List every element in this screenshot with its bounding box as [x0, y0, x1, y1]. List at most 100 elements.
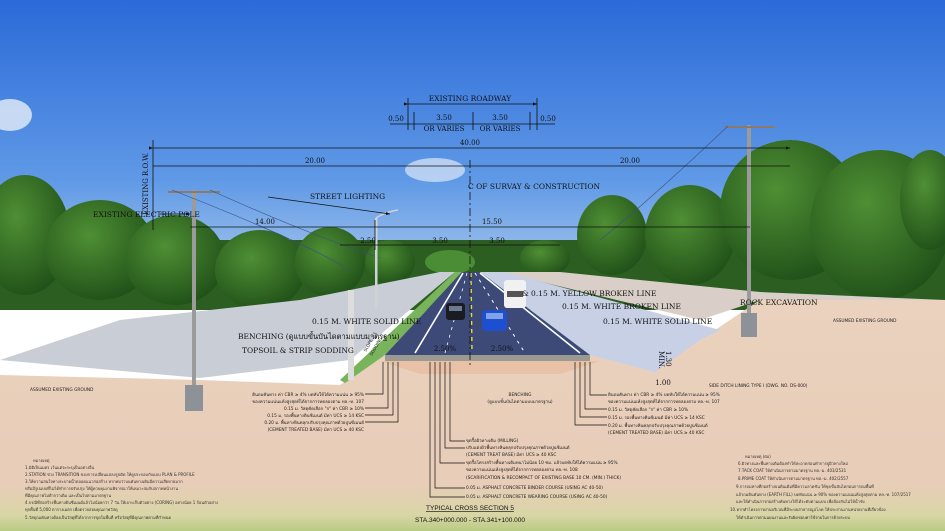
centerline-label: C OF SURVAY & CONSTRUCTION [468, 182, 601, 191]
yellow-broken-line [470, 272, 473, 354]
ditch-min: MIN. [657, 351, 665, 369]
layer-right-note: (CEMENT TREATED BASE) มีค่า UCS ≥ 40 KSC [608, 430, 704, 436]
cloud [0, 99, 32, 131]
ditch-depth: 1.30 [664, 351, 672, 367]
note-line: 8.PRIME COAT ให้ดำเนินการตามมาตรฐาน ทล.-… [738, 476, 849, 481]
note-line: ที่มีคุณภาพไม่ต่ำกว่าเดิม และเป็นไปตามมา… [25, 492, 112, 499]
right-side-slope [480, 272, 720, 372]
notes-right-heading: หมายเหตุ (ต่อ) [745, 454, 771, 460]
note-line: 4.กรณีที่ก่อสร้างพื้นทางดินซีเมนต์แล้วไม… [25, 498, 218, 505]
ditch-width: 1.00 [655, 379, 671, 387]
notes-left-heading: หมายเหตุ [33, 458, 50, 464]
note-line: 6.ผิวทางและพื้นทางเดิมต้องทำให้สะอาดก่อน… [738, 459, 848, 467]
layer-left-note: 0.15 ม. รองพื้นทางดินซีเมนต์ มีค่า UCS ≥… [267, 412, 364, 419]
dim-offset-left: 14.00 [255, 218, 275, 226]
note-line: 3.ให้ความสนใจทางระบายน้ำตลอดแนวก่อสร้าง … [25, 477, 183, 484]
note-line: 7.TACK COAT ให้ดำเนินการตามมาตรฐาน ทล.-ม… [738, 468, 847, 473]
note-line: 2.STATION ช่วง TRANSITION ของการเปลี่ยนแ… [25, 472, 195, 478]
dim-lower-shoulder: 2.50 [360, 237, 376, 245]
dim-shoulder-right: 0.50 [540, 115, 556, 123]
or-varies-left: OR VARIES [424, 125, 465, 133]
white-solid-line-right-label: 0.15 M. WHITE SOLID LINE [603, 317, 712, 326]
electric-pole-right [599, 125, 775, 337]
layer-callouts-right: ดินถมคันทาง ค่า CBR ≥ 4% บดทับให้ได้ความ… [608, 392, 720, 436]
left-roadside-area [0, 272, 455, 378]
ground [0, 300, 945, 531]
dim-offset-right: 15.50 [482, 218, 502, 226]
dim-lane-left: 3.50 [436, 114, 452, 122]
dimension-lines [149, 98, 790, 365]
layer-left-note: 0.15 ม. วัสดุคัดเลือก "ก" ค่า CBR ≥ 10% [284, 406, 364, 412]
dim-shoulder-left: 0.50 [388, 115, 404, 123]
note-line: 5.วัสดุถมคันทางต้องเป็นวัสดุที่ได้จากการ… [25, 513, 171, 521]
note-line: 1.มิติเป็นเมตร เว้นแต่จะระบุเป็นอย่างอื่… [25, 464, 95, 471]
note-line: และให้ดำเนินการก่อสร้างคันทางให้ได้ระดับ… [736, 497, 865, 504]
tree-line [0, 140, 945, 310]
dim-lower-lane-left: 3.50 [432, 237, 448, 245]
existing-roadway-label: EXISTING ROADWAY [429, 94, 512, 103]
note-line: 10.หากทำโครงการผ่านบริเวณที่มีระบบสาธารณ… [730, 507, 886, 513]
layer-center-note: (SCARIFICATION & RECOMPACT OF EXISTING B… [466, 475, 621, 481]
note-line: หรือมีรูปแบบที่ไม่ได้ทำการปรับปรุง ให้ผู… [25, 486, 178, 492]
notes-right: หมายเหตุ (ต่อ) 6.ผิวทางและพื้นทางเดิมต้อ… [730, 454, 911, 520]
slope-left: 2.50% [434, 345, 457, 353]
layer-left-note: 0.20 ม. พื้นทางหินคลุกปรับปรุงคุณภาพด้วย… [264, 419, 364, 426]
note-line: แล้วถมดินคันทาง (EARTH FILL) บดทับแน่น ≥… [736, 492, 911, 498]
dim-lower-lane-right: 3.50 [489, 237, 505, 245]
layer-center-note: 0.05 ม. ASPHALT CONCRETE BINDER COURSE (… [466, 485, 603, 491]
assumed-ground-right-label: ASSUMED EXISTING GROUND [833, 318, 897, 324]
layer-right-note: 0.15 ม. วัสดุคัดเลือก "ก" ค่า CBR ≥ 10% [608, 407, 688, 413]
layer-center-note: ของความแน่นแห้งสูงสุดที่ได้จากการทดลองตา… [466, 466, 578, 473]
layer-center-note: ปรับแต่งผิวพื้นทางหินคลุกปรับปรุงคุณภาพด… [466, 444, 570, 451]
dim-total-row: 40.00 [460, 139, 480, 147]
layer-left-note: (CEMENT TREATED BASE) มีค่า UCS ≥ 40 KSC [268, 427, 364, 433]
white-solid-line-right [479, 272, 581, 354]
note-line: 9.การถมทางที่ก่อสร้างบนดินเดิมที่มีความล… [736, 482, 874, 490]
car-black [446, 303, 465, 320]
or-varies-right: OR VARIES [480, 125, 521, 133]
note-line: ทุกพื้นที่ 5,000 ตารางเมตร เพื่อตรวจสอบค… [25, 505, 118, 513]
station-range: STA.340+000.000 - STA.341+100.000 [415, 517, 525, 524]
benching-left-label: BENCHING (ดูแบบขั้นบันไดตามแบบมาตรฐาน) [238, 331, 400, 341]
layer-left-note: ของความแน่นแห้งสูงสุดที่ได้จากการทดลองตา… [252, 398, 364, 405]
yellow-broken-line-label: & 0.15 M. YELLOW BROKEN LINE [522, 289, 657, 298]
layer-right-note: ของความแน่นแห้งสูงสุดที่ได้จากการทดลองตา… [608, 398, 720, 405]
side-ditch-label: SIDE DITCH LINING TYPE I (DWG. NO. DS-00… [709, 383, 808, 389]
left-grass-slope [340, 272, 462, 383]
notes-left: หมายเหตุ 1.มิติเป็นเมตร เว้นแต่จะระบุเป็… [25, 458, 218, 521]
layer-right-note: 0.20 ม. พื้นทางหินคลุกปรับปรุงคุณภาพด้วย… [608, 422, 708, 429]
car-blue [482, 310, 507, 331]
pavement-layers [385, 355, 590, 361]
cloud [405, 158, 465, 182]
white-solid-line-left [414, 272, 464, 354]
dim-half-row-right: 20.00 [620, 157, 640, 165]
white-broken-line-label: 0.15 M. WHITE BROKEN LINE [562, 302, 681, 311]
truck-white [504, 280, 526, 308]
layer-right-note: 0.15 ม. รองพื้นทางดินซีเมนต์ มีค่า UCS ≥… [608, 414, 705, 421]
layer-right-note: ดินถมคันทาง ค่า CBR ≥ 4% บดทับให้ได้ความ… [608, 392, 720, 398]
layer-callouts-center: ขุดรื้อผิวทางเดิม (MILLING) ปรับแต่งผิวพ… [466, 437, 621, 500]
layer-left-note: ดินถมคันทาง ค่า CBR ≥ 4% บดทับให้ได้ความ… [252, 392, 364, 398]
layer-leader-lines [365, 362, 607, 498]
section-title: TYPICAL CROSS SECTION 5 [426, 505, 514, 512]
electric-pole-label: EXISTING ELECTRIC POLE [93, 210, 200, 219]
existing-row-label: EXISTING R.O.W. [142, 153, 150, 215]
benching-center-label: BENCHING [509, 392, 532, 398]
dim-lane-right: 3.50 [492, 114, 508, 122]
layer-callouts-left: ดินถมคันทาง ค่า CBR ≥ 4% บดทับให้ได้ความ… [252, 392, 364, 433]
slope-right: 2.50% [491, 345, 514, 353]
note-line: ให้ดำเนินการตามแผนงานและรับผิดชอบค่าใช้จ… [736, 515, 850, 520]
white-solid-line-left-label: 0.15 M. WHITE SOLID LINE [312, 317, 421, 326]
layer-center-note: (CEMENT TREAT BASE) มีค่า UCS ≥ 40 KSC [466, 452, 556, 458]
street-lighting-label: STREET LIGHTING [310, 192, 385, 201]
right-roadside-area [500, 272, 945, 320]
layer-center-note: ขุดรื้อโครงสร้างพื้นทางเดิมหนาไม่น้อย 10… [466, 459, 618, 466]
assumed-ground-left-label: ASSUMED EXISTING GROUND [30, 387, 94, 393]
electric-pole-left [168, 189, 381, 411]
dim-half-row-left: 20.00 [305, 157, 325, 165]
rock-excavation-label: ROCK EXCAVATION [740, 298, 818, 307]
benching-center-sub-label: (ดูแบบขั้นบันไดตามแบบมาตรฐาน) [487, 398, 553, 405]
layer-center-note: ขุดรื้อผิวทางเดิม (MILLING) [466, 437, 519, 444]
layer-center-note: 0.05 ม. ASPHALT CONCRETE WEARING COURSE … [466, 494, 608, 500]
